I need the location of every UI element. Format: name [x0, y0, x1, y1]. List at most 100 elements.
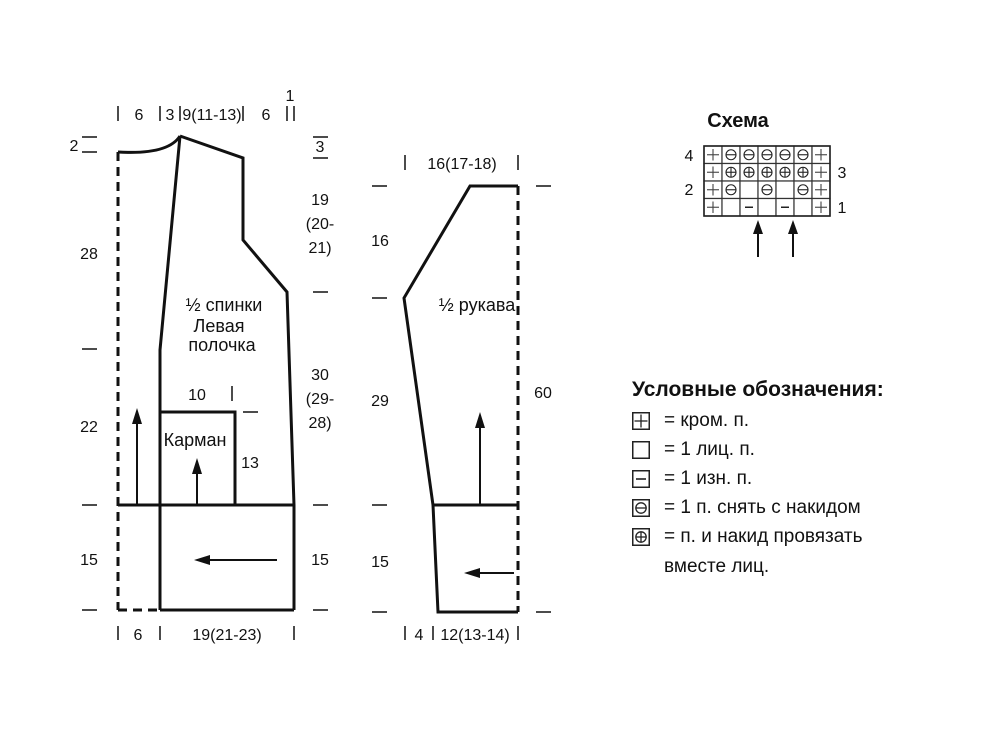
chart-cell [721, 145, 741, 165]
chart-cell [703, 180, 723, 200]
slip-with-yarn-over-icon [632, 499, 650, 517]
knit-direction-arrow [132, 408, 142, 505]
back-neck-curve [117, 135, 182, 154]
back-piece [116, 134, 296, 612]
chart-cell [775, 180, 795, 200]
schema-row-labels: 4 3 2 1 [685, 148, 847, 217]
sleeve-dimension-ticks [372, 155, 551, 640]
sleeve-dim-top: 16(17-18) [427, 156, 496, 173]
dim-right-3: 3 [316, 139, 325, 156]
chart-cell [775, 162, 795, 182]
chart-cell [721, 180, 741, 200]
legend-item-slip: = 1 п. снять с накидом [632, 496, 861, 520]
legend-item-purl: = 1 изн. п. [632, 467, 752, 491]
back-piece-labels: ½ спинки Левая полочка Карман [164, 295, 263, 450]
dim-left-22: 22 [80, 419, 98, 436]
chart-cell [703, 197, 723, 217]
schema-row-2: 2 [685, 182, 694, 199]
dim-pocket-10: 10 [188, 387, 206, 404]
legend-label-slip: = 1 п. снять с накидом [664, 497, 861, 518]
back-label-line-3: полочка [188, 335, 256, 355]
sleeve-rib-arrow [464, 568, 514, 578]
sleeve-dim-16: 16 [371, 233, 389, 250]
schema-arrow-right [788, 220, 798, 257]
chart-border [703, 145, 831, 217]
chart-cell [757, 162, 777, 182]
schema-row-1: 1 [838, 200, 847, 217]
chart-cell [811, 180, 831, 200]
chart-cell [703, 145, 723, 165]
chart-cell [793, 162, 813, 182]
chart-cell [721, 162, 741, 182]
dim-right-21: 21) [308, 240, 331, 257]
chart-cell [739, 145, 759, 165]
dim-right-19: 19 [311, 192, 329, 209]
chart-cell [739, 197, 759, 217]
legend-item-knit-together: = п. и накид провязать [632, 525, 863, 549]
sleeve-dim-4: 4 [415, 627, 424, 644]
dim-top-1: 1 [286, 88, 295, 105]
schema-row-3: 3 [838, 165, 847, 182]
chart-cell [703, 162, 723, 182]
dim-right-15: 15 [311, 552, 329, 569]
dim-left-15: 15 [80, 552, 98, 569]
dim-right-29: (29- [306, 391, 334, 408]
sleeve-label: ½ рукава [439, 295, 516, 315]
dim-right-20: (20- [306, 216, 334, 233]
chart-cell [757, 180, 777, 200]
shoulder-armhole-side-line [179, 134, 296, 610]
dim-pocket-13: 13 [241, 455, 259, 472]
sleeve-direction-arrow [475, 412, 485, 505]
sleeve-piece [402, 184, 520, 614]
sleeve-dimension-labels: 16(17-18) 16 29 15 60 4 12(13-14) [371, 156, 552, 644]
dim-top-3: 3 [166, 107, 175, 124]
sleeve-outline [402, 184, 518, 614]
chart-cell [721, 197, 741, 217]
sleeve-dim-12: 12(13-14) [440, 627, 509, 644]
chart-cell [775, 197, 795, 217]
chart-cell [793, 145, 813, 165]
dim-left-2: 2 [70, 138, 79, 155]
dim-bottom-19: 19(21-23) [192, 627, 261, 644]
schema-title: Схема [707, 110, 769, 132]
back-label-line-2: Левая [194, 316, 245, 336]
legend-label-knit-together: = п. и накид провязать [664, 526, 863, 547]
rib-direction-arrow [194, 555, 277, 565]
legend-item-edge: = кром. п. [632, 409, 749, 433]
edge-stitch-icon [632, 412, 650, 430]
legend-label-purl: = 1 изн. п. [664, 468, 753, 489]
dim-right-30: 30 [311, 367, 329, 384]
front-edge-line [158, 135, 182, 610]
legend-item-knit: = 1 лиц. п. [632, 438, 755, 462]
back-dimension-labels: 6 3 9(11-13) 6 1 2 28 22 15 3 19 (20- 21… [70, 88, 335, 644]
pocket-label: Карман [164, 430, 227, 450]
dim-left-28: 28 [80, 246, 98, 263]
chart-cell [775, 145, 795, 165]
dim-right-28: 28) [308, 415, 331, 432]
stitch-chart [703, 145, 831, 217]
chart-cell [793, 197, 813, 217]
chart-cell [811, 145, 831, 165]
pocket-direction-arrow [192, 458, 202, 505]
sleeve-dim-15: 15 [371, 554, 389, 571]
chart-cell [811, 162, 831, 182]
knit-stitch-icon [632, 441, 650, 459]
dim-bottom-6: 6 [134, 627, 143, 644]
chart-cell [757, 197, 777, 217]
schema-row-4: 4 [685, 148, 694, 165]
chart-cell [739, 180, 759, 200]
sleeve-dim-60: 60 [534, 385, 552, 402]
schema-arrows [753, 220, 798, 257]
dim-top-6a: 6 [135, 107, 144, 124]
back-top-dimensions [82, 106, 328, 640]
legend-label-knit: = 1 лиц. п. [664, 439, 755, 460]
dim-top-6b: 6 [262, 107, 271, 124]
chart-cell [757, 145, 777, 165]
sleeve-dim-29: 29 [371, 393, 389, 410]
purl-stitch-icon [632, 470, 650, 488]
knit-together-yarn-over-icon [632, 528, 650, 546]
chart-cell [811, 197, 831, 217]
schema-arrow-left [753, 220, 763, 257]
legend-label-edge: = кром. п. [664, 410, 750, 431]
